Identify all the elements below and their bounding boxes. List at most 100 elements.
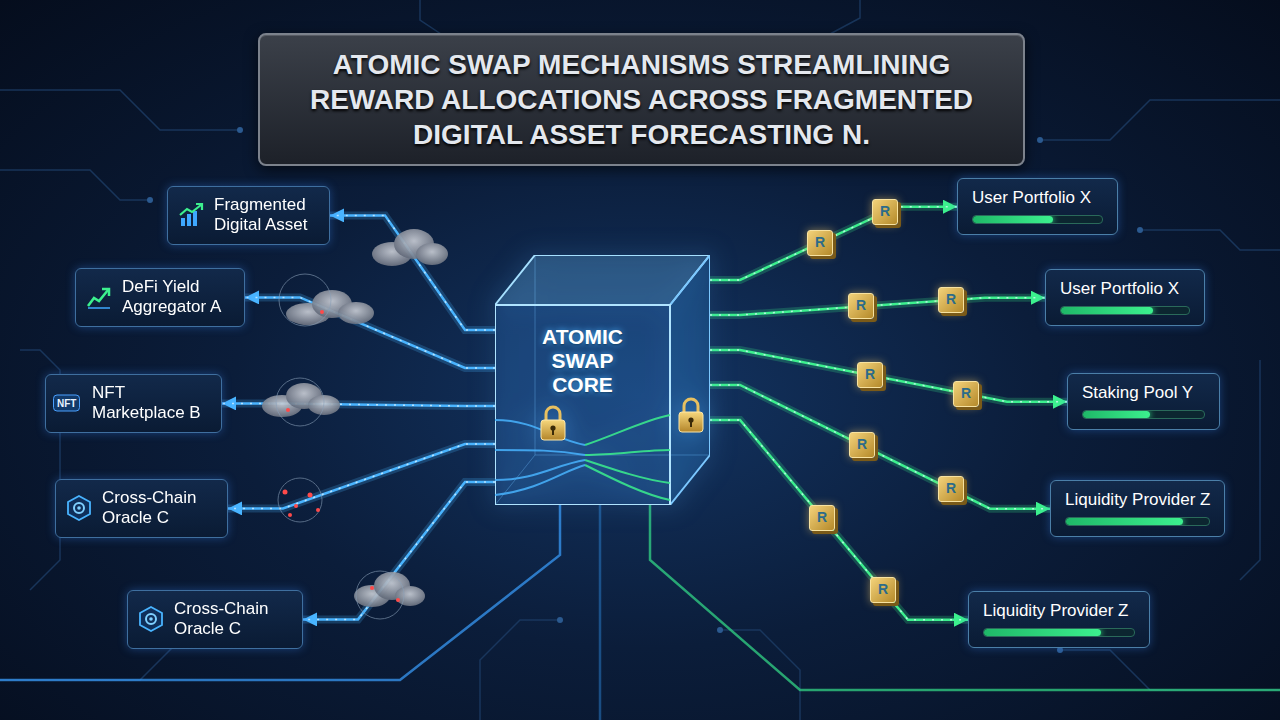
node-label: User Portfolio X — [1060, 279, 1190, 299]
source-box: Fragmented Digital Asset — [167, 186, 330, 245]
part-circle — [396, 598, 400, 602]
flow-connector — [710, 298, 1045, 315]
progress-fill — [1083, 411, 1150, 418]
flow-connector — [330, 215, 495, 330]
reward-cube: R — [807, 230, 833, 256]
source-box: Cross-Chain Oracle C — [55, 479, 228, 538]
part-path — [0, 90, 240, 130]
connector-line — [330, 215, 495, 330]
padlock-icon — [679, 399, 703, 432]
reward-cube: R — [809, 505, 835, 531]
padlock-shackle — [546, 407, 560, 421]
icon-badge: NFT — [53, 395, 80, 412]
part-circle — [276, 378, 324, 426]
icon-dot — [149, 618, 153, 622]
connector-glow — [710, 298, 1045, 315]
cube-back-edges — [495, 255, 710, 505]
green-stream — [585, 465, 670, 500]
part-g — [354, 572, 425, 607]
progress-fill — [984, 629, 1101, 636]
part-path — [720, 630, 800, 720]
part-g — [372, 229, 448, 266]
icon-hex — [68, 496, 90, 520]
part-circle — [1037, 137, 1043, 143]
flow-connector — [710, 420, 968, 620]
connector-line — [710, 298, 1045, 315]
part-circle — [320, 310, 324, 314]
title-box: ATOMIC SWAP MECHANISMS STREAMLINING REWA… — [258, 33, 1025, 166]
cube-inner-streams — [495, 415, 670, 500]
part-path — [1240, 360, 1260, 580]
circuit-dots — [147, 127, 1143, 653]
padlock-body — [679, 412, 703, 432]
part-path — [1140, 230, 1280, 250]
part-path — [1060, 650, 1280, 690]
progress-track — [1060, 306, 1190, 315]
blue-stream — [495, 450, 585, 455]
part-ellipse — [395, 586, 425, 606]
connector-glow — [245, 297, 495, 368]
icon-dot — [77, 507, 81, 511]
padlock-shackle — [684, 399, 698, 413]
part-circle — [557, 617, 563, 623]
target-box: Liquidity Provider Z — [968, 591, 1150, 648]
padlock-body — [541, 420, 565, 440]
flow-connector — [710, 207, 957, 280]
core-label: ATOMIC SWAP CORE — [522, 325, 643, 397]
connector-particles — [303, 482, 495, 619]
part-circle — [1137, 227, 1143, 233]
part-path — [599, 505, 602, 720]
blue-stream — [495, 465, 585, 495]
icon-arrow — [196, 204, 202, 210]
part-circle — [294, 504, 298, 508]
part-path — [1040, 100, 1280, 140]
target-box: User Portfolio X — [1045, 269, 1205, 326]
part-g — [262, 383, 340, 417]
part-path — [830, 0, 860, 34]
node-icon — [178, 202, 204, 228]
connector-line — [245, 297, 495, 368]
connector-particles — [330, 215, 495, 330]
connector-line — [303, 482, 495, 619]
node-label: Liquidity Provider Z — [1065, 490, 1210, 510]
target-box: Staking Pool Y — [1067, 373, 1220, 430]
reward-cube: R — [857, 362, 883, 388]
icon-trend — [88, 290, 108, 306]
cube-front-face — [495, 305, 670, 505]
part-circle — [278, 478, 322, 522]
connector-glow — [710, 207, 957, 280]
part-circle — [356, 571, 404, 619]
node-label: DeFi Yield Aggregator A — [122, 277, 234, 318]
node-label: Cross-Chain Oracle C — [102, 488, 217, 529]
node-label: Liquidity Provider Z — [983, 601, 1135, 621]
reward-cube: R — [953, 381, 979, 407]
progress-track — [1082, 410, 1205, 419]
icon-hex — [140, 607, 162, 631]
target-box: User Portfolio X — [957, 178, 1118, 235]
part-circle — [308, 493, 313, 498]
cloud-group — [262, 229, 448, 607]
error-dots — [283, 310, 401, 602]
icon-bar — [181, 218, 185, 226]
progress-fill — [973, 216, 1053, 223]
flow-connector — [245, 297, 495, 368]
part-path — [480, 620, 560, 720]
progress-track — [1065, 517, 1210, 526]
icon-ring — [74, 503, 84, 513]
core-cube: ATOMIC SWAP CORE — [495, 255, 710, 505]
part-circle — [279, 274, 331, 326]
icon-axis — [88, 308, 110, 310]
cube-side-face — [670, 255, 710, 505]
connector-glow — [303, 482, 495, 619]
source-box: DeFi Yield Aggregator A — [75, 268, 245, 327]
icon-arrow — [102, 289, 109, 296]
part-circle — [147, 197, 153, 203]
part-circle — [286, 408, 290, 412]
progress-track — [983, 628, 1135, 637]
icon-bar — [187, 214, 191, 226]
part-circle — [316, 508, 320, 512]
progress-fill — [1061, 307, 1153, 314]
reward-cube: R — [938, 287, 964, 313]
